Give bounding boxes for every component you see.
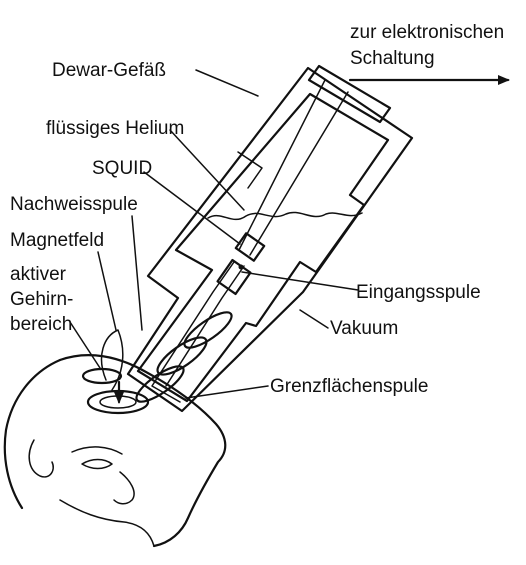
label-electronics-1: zur elektronischen (350, 22, 504, 43)
leader-active-region (69, 321, 101, 369)
dewar-chamber-step (237, 151, 263, 189)
ear (28, 439, 54, 478)
label-active-region-2: Gehirn- (10, 289, 73, 310)
label-squid: SQUID (92, 158, 152, 179)
signal-rod-left (238, 79, 326, 251)
head-outline (58, 354, 227, 548)
magnetic-field-loop (100, 329, 124, 391)
eye (81, 458, 113, 470)
label-active-region-1: aktiver (10, 264, 67, 285)
dewar-inner-wall (136, 92, 390, 403)
label-pickup-coil: Nachweisspule (10, 194, 138, 215)
label-electronics-2: Schaltung (350, 48, 435, 69)
leader-vacuum (299, 309, 329, 329)
label-vacuum: Vakuum (330, 318, 398, 339)
flux-transformer-wire-2 (165, 265, 245, 387)
label-input-coil: Eingangsspule (356, 282, 481, 303)
leader-pickup-coil (131, 215, 143, 331)
label-helium: flüssiges Helium (46, 118, 184, 139)
brow (71, 446, 123, 455)
gradiometer-coil-top (183, 311, 233, 349)
head-back (3, 358, 62, 510)
active-region-ellipse (81, 367, 123, 385)
face-line (59, 499, 155, 547)
helium-surface-line (207, 211, 363, 221)
dewar-outer-wall (126, 66, 414, 413)
label-magnetic-field: Magnetfeld (10, 230, 104, 251)
flux-transformer-wire (151, 261, 235, 403)
leader-helium (169, 129, 245, 211)
label-dewar: Dewar-Gefäß (52, 60, 166, 81)
leader-magnetic-field (97, 251, 117, 331)
signal-rod-right (249, 91, 349, 256)
squid-box (234, 232, 266, 262)
leader-input-coil (241, 271, 359, 291)
leader-interface-coil (185, 385, 269, 399)
leader-dewar (195, 69, 259, 97)
gradiometer-coil-middle (156, 336, 208, 376)
nose (113, 471, 135, 505)
input-coil (216, 258, 252, 296)
label-active-region-3: bereich (10, 314, 72, 335)
label-interface-coil: Grenzflächenspule (270, 376, 428, 397)
dewar-flange-cap (307, 64, 392, 124)
leader-squid (143, 171, 241, 245)
